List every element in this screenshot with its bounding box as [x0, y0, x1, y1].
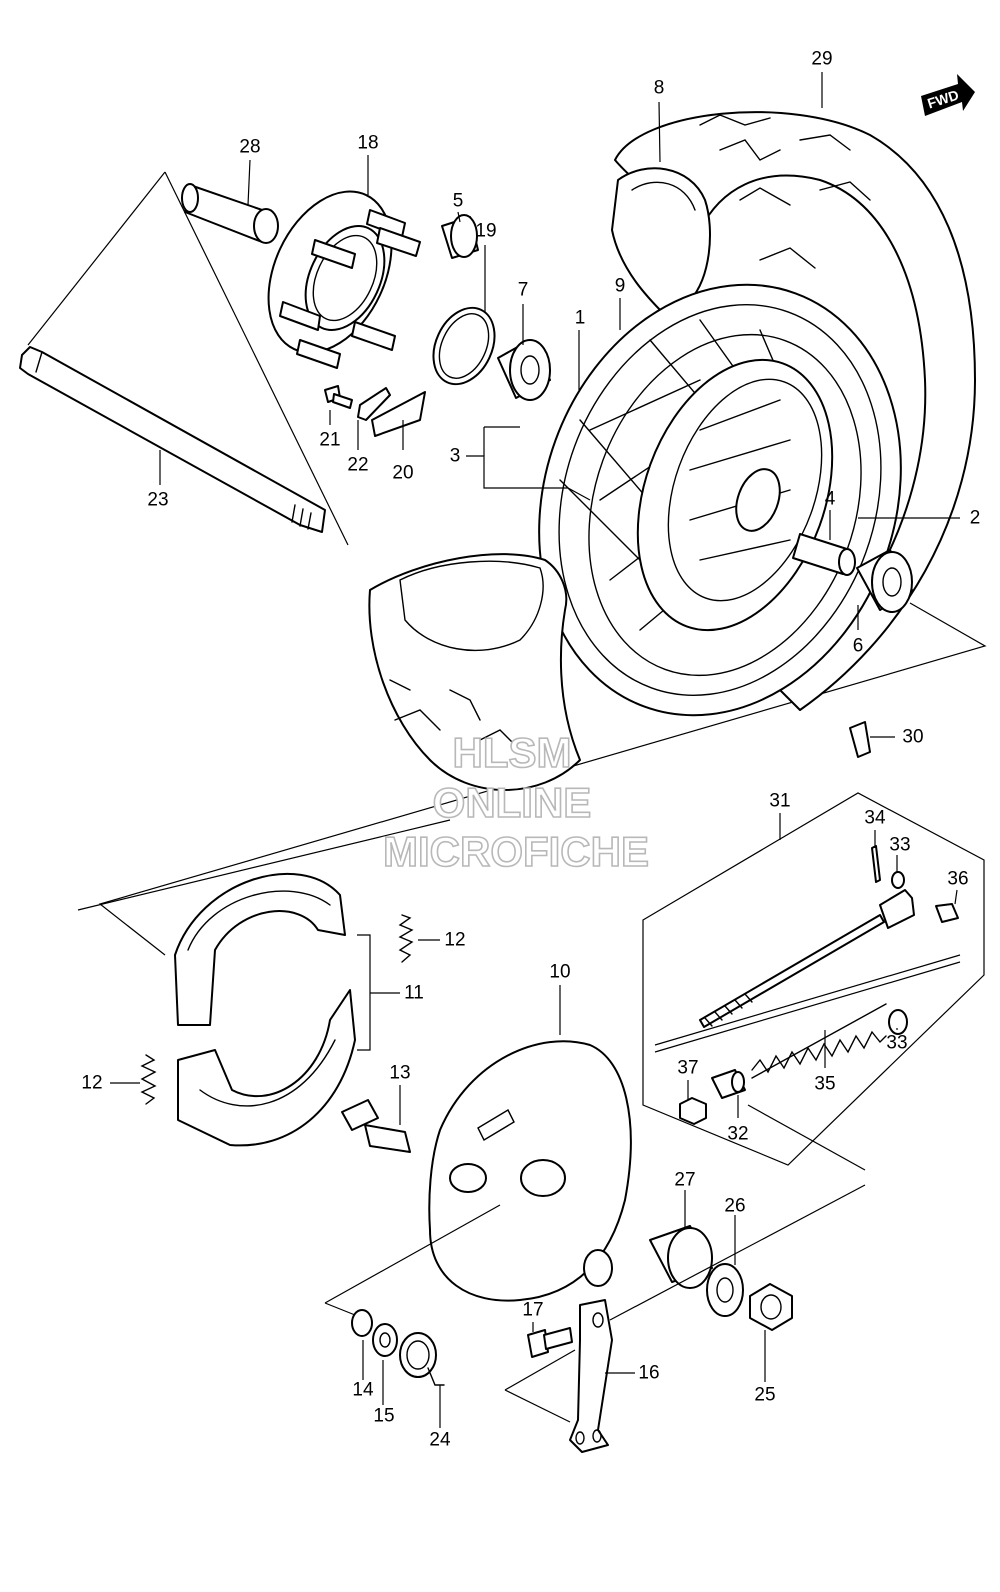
callout-2: 2: [970, 508, 981, 529]
callout-25: 25: [754, 1385, 775, 1406]
rod-washer-lower-part: [888, 1009, 908, 1035]
callout-17: 17: [522, 1300, 543, 1321]
callout-15: 15: [373, 1406, 394, 1427]
callout-22: 22: [347, 455, 368, 476]
panel-spacer-part: [649, 1225, 713, 1289]
callout-4: 4: [825, 489, 836, 510]
callout-10: 10: [549, 962, 570, 983]
bearing-part: [497, 339, 551, 401]
wheel-part: [538, 283, 902, 717]
leader-lines: [110, 72, 960, 1428]
callout-5: 5: [453, 191, 464, 212]
callout-24: 24: [429, 1430, 451, 1451]
callout-7: 7: [518, 280, 529, 301]
callout-1: 1: [575, 308, 586, 329]
rod-washer-upper-part: [891, 871, 905, 889]
o-ring-part: [432, 306, 496, 386]
bolt-part: [324, 385, 353, 409]
callout-numbers: 1 2 3 4 5 6 7 8 9 10 11 12 12 13 14 15 1…: [81, 49, 980, 1451]
callout-32: 32: [727, 1124, 748, 1145]
callout-30: 30: [902, 727, 923, 748]
callout-16: 16: [638, 1363, 659, 1384]
spring-lower-part: [140, 1054, 157, 1105]
axle-part: [19, 346, 326, 533]
callout-20: 20: [392, 463, 413, 484]
brake-rod-part: [699, 889, 915, 1028]
forward-arrow-icon: FWD: [921, 74, 975, 116]
return-spring-part: [399, 1332, 445, 1386]
right-bearing-part: [856, 549, 913, 613]
callout-14: 14: [352, 1380, 374, 1401]
callout-18: 18: [357, 133, 378, 154]
callout-28: 28: [239, 137, 260, 158]
cotter-pin-part: [871, 845, 881, 883]
callout-34: 34: [864, 808, 886, 829]
lower-group-frame: [324, 1184, 866, 1423]
callout-33-upper: 33: [889, 835, 910, 856]
circlip-part: [351, 1309, 373, 1337]
lock-washer-part: [357, 387, 426, 437]
sprocket-hub-part: [267, 190, 421, 369]
callout-26: 26: [724, 1196, 745, 1217]
tire-lower-part: [368, 553, 581, 791]
panel-washer-part: [372, 1323, 398, 1357]
rod-spring-part: [751, 1003, 887, 1079]
callout-23: 23: [147, 490, 168, 511]
brake-shoe-lower-part: [177, 989, 356, 1147]
callout-31: 31: [769, 791, 790, 812]
callout-29: 29: [811, 49, 832, 70]
spacer-part: [181, 183, 279, 244]
valve-cap-part: [849, 721, 871, 758]
callout-13: 13: [389, 1063, 410, 1084]
callout-33-lower: 33: [886, 1033, 907, 1054]
callout-3: 3: [450, 446, 461, 467]
callout-8: 8: [654, 78, 665, 99]
watermark-line-2: ONLINE: [433, 779, 592, 826]
brake-rod-kit-frame: [642, 792, 985, 1171]
brake-lever-part: [569, 1299, 613, 1453]
watermark: HLSM ONLINE MICROFICHE: [382, 728, 650, 876]
bush-part: [441, 214, 479, 259]
callout-12-upper: 12: [444, 930, 465, 951]
callout-35: 35: [814, 1074, 835, 1095]
right-spacer-part: [792, 533, 856, 576]
washer-part: [706, 1263, 744, 1317]
callout-27: 27: [674, 1170, 695, 1191]
watermark-line-1: HLSM: [453, 729, 572, 776]
adjusting-nut-part: [679, 1097, 707, 1125]
rod-joint-part: [711, 1069, 746, 1099]
nut-part: [749, 1283, 793, 1331]
joint-pin-part: [935, 903, 959, 923]
callout-19: 19: [475, 221, 496, 242]
cam-shaft-part: [341, 1099, 411, 1153]
callout-12-lower: 12: [81, 1073, 102, 1094]
callout-21: 21: [319, 430, 340, 451]
callout-37: 37: [677, 1058, 698, 1079]
brake-panel-part: [428, 1040, 632, 1302]
callout-6: 6: [853, 636, 864, 657]
spring-upper-part: [398, 914, 414, 963]
callout-36: 36: [947, 869, 968, 890]
brake-shoe-upper-part: [174, 872, 346, 1026]
callout-11: 11: [404, 983, 424, 1004]
callout-9: 9: [615, 276, 626, 297]
lever-bolt-part: [527, 1327, 573, 1358]
watermark-line-3: MICROFICHE: [383, 828, 649, 875]
